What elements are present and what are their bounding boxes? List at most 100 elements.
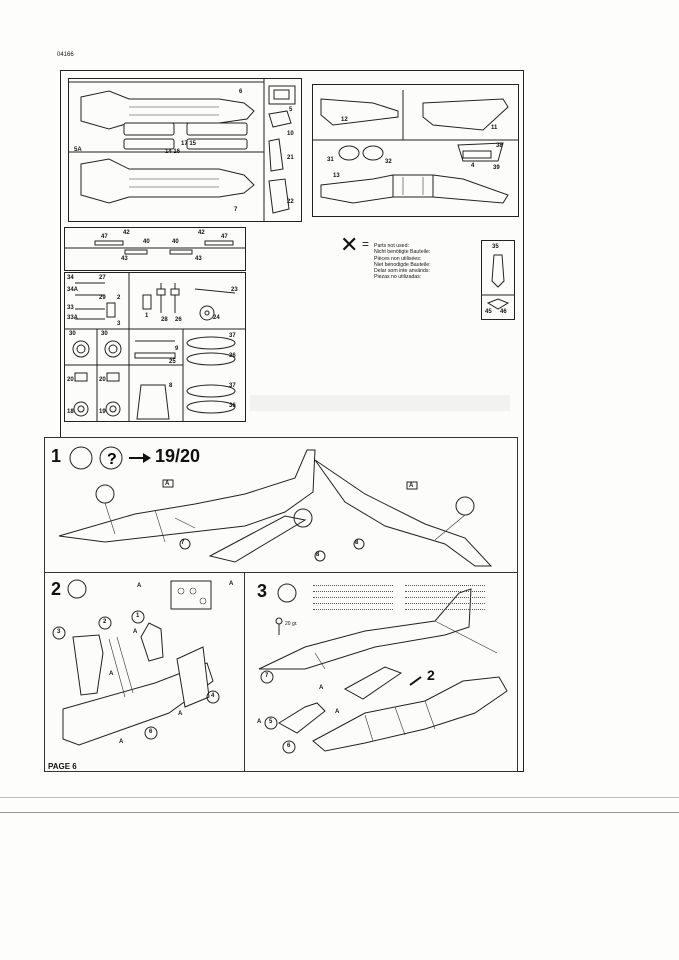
part-label: 9 [175,346,179,352]
sprue-wings: 12 11 38 4 39 31 32 13 [312,84,519,217]
step-1-panel: 1 ? 19/20 7 8 8 A A [44,437,518,579]
part-label: 37 [229,333,236,339]
glue-mark: A [319,685,324,691]
legend-line: Delar som inte används: [374,268,430,275]
part-label: 30 [69,331,76,337]
step-3-number: 3 [257,581,268,601]
part-label: 5A [74,147,82,153]
part-label: 4 [471,163,475,169]
part-label: 19 [99,409,106,415]
part-label: 6 [149,729,153,735]
step-3-note-2 [405,583,495,613]
part-label: 5 [289,107,293,113]
part-label: 42 [123,230,130,236]
step-1-goal: 19/20 [155,446,201,466]
part-label: 46 [500,309,507,315]
part-label: 3 [117,321,121,327]
part-label: 28 [161,317,168,323]
part-label: 42 [198,230,205,236]
unused-parts-box: 35 45 46 [481,240,515,320]
sprue-wings-drawing [313,90,518,204]
glue-mark: A [178,711,183,717]
sprue-rods-drawing [65,240,245,255]
side-label: A [257,719,262,725]
part-label: 30 [101,331,108,337]
part-label: 33A [67,315,79,321]
unused-parts-legend: Parts not used: Nicht benötigte Bauteile… [374,243,484,281]
part-label: 45 [485,309,492,315]
part-label: 26 [175,317,182,323]
page-number: PAGE 6 [48,762,77,771]
part-label: 2 [117,295,121,301]
part-label: 5 [269,719,273,725]
step-1-number: 1 [51,446,62,466]
part-label: 20 [67,377,74,383]
part-label: 18 [67,409,74,415]
unused-parts-drawing [482,254,514,310]
part-label: 32 [385,159,392,165]
part-label: 38 [496,143,503,149]
equals-sign: = [362,237,370,251]
document-code: 04166 [57,52,74,58]
part-label: 47 [221,234,228,240]
part-label: 17 15 [181,141,197,147]
glue-mark: A [335,709,340,715]
glue-mark: A [409,483,414,489]
scan-artifact [250,395,510,411]
glue-mark: A [137,583,142,589]
part-label: 39 [493,165,500,171]
sprue-small-parts-drawing [65,273,245,421]
part-label: 13 [333,173,340,179]
part-label: 12 [341,117,348,123]
legend-line: Piezas no utilizadas: [374,274,422,281]
legend-line: Nicht benötigte Bauteile: [374,249,431,256]
glue-mark: A [165,481,170,487]
sprue-fuselage-drawing [69,79,296,221]
part-label: 7 [234,207,238,213]
part-label: 2 [103,619,107,625]
step-1-drawing [58,449,493,567]
part-label: 37 [229,383,236,389]
step-3-drawing [258,583,508,754]
legend-line: Niet benodigde Bauteile: [374,261,431,268]
part-label: 6 [239,89,243,95]
glue-mark: A [133,629,138,635]
glue-mark: A [229,581,234,587]
part-label: 47 [101,234,108,240]
part-label: 10 [287,131,294,137]
step-3-panel: 3 20 gr. 2 7 A 5 6 A A [244,572,518,772]
part-label: 22 [287,199,294,205]
sprue-fuselage: 6 5 10 5A 17 15 14 16 21 7 22 [68,78,302,222]
sprue-small-parts: 34 27 34A 29 2 33 33A 3 1 28 26 23 24 30… [64,272,246,422]
glue-mark: A [119,739,124,745]
legend-line: Parts not used: [374,243,409,249]
part-label: 2 [427,667,435,683]
part-label: 31 [327,157,334,163]
part-label: 1 [145,313,149,319]
part-label: 43 [121,256,128,262]
part-label: 20 [99,377,106,383]
part-label: 6 [287,743,291,749]
step-2-panel: 2 1 2 3 4 6 A A A A A A [44,572,246,772]
step-1-icons: ? [69,446,151,470]
scan-line [0,797,679,798]
part-label: 29 [99,295,106,301]
part-label: 43 [195,256,202,262]
cross-icon: ✕ [340,232,359,257]
part-label: 36 [229,353,236,359]
part-label: 23 [231,287,238,293]
part-label: 24 [213,315,220,321]
part-label: 34 [67,275,74,281]
part-label: 27 [99,275,106,281]
part-label: 1 [136,613,140,619]
step-3-note [313,583,403,613]
part-label: 3 [57,629,61,635]
part-label: 4 [211,693,215,699]
step-2-number: 2 [51,579,62,599]
part-label: 8 [169,383,173,389]
scan-line [0,812,679,813]
part-label: 34A [67,287,79,293]
part-label: 8 [355,540,359,546]
sprue-rods: 47 42 40 40 42 47 43 43 [64,227,246,271]
part-label: 7 [181,540,185,546]
